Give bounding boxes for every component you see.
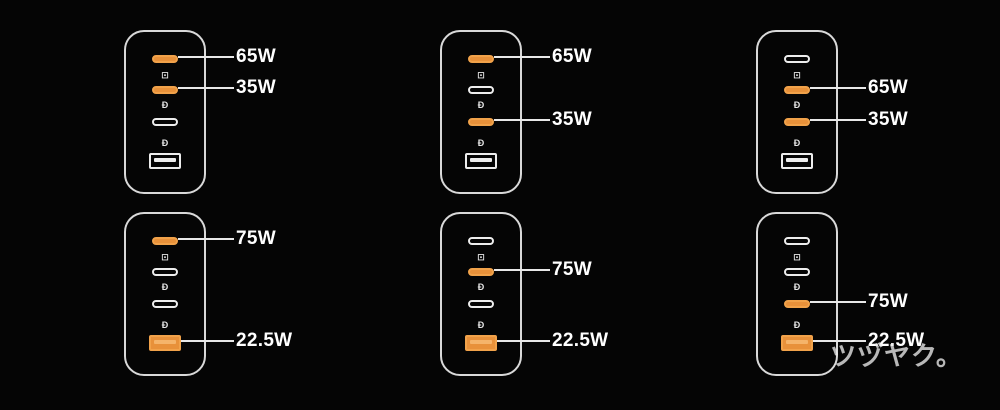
port-symbol-icon: Ð: [793, 320, 801, 330]
port-symbol-icon: Ð: [161, 138, 169, 148]
usb-c-port-active: [468, 268, 494, 276]
port-symbol-icon: Ð: [161, 320, 169, 330]
usb-c-port: [784, 237, 810, 245]
port-symbol-icon: ⊡: [793, 252, 801, 262]
port-symbol-icon: Ð: [477, 282, 485, 292]
wattage-label: 22.5W: [236, 330, 293, 351]
port-symbol-icon: Ð: [477, 138, 485, 148]
wattage-label: 35W: [552, 109, 592, 130]
usb-c-port-active: [784, 118, 810, 126]
callout-line: [494, 56, 550, 58]
usb-c-port: [152, 268, 178, 276]
callout-line: [181, 340, 234, 342]
wattage-label: 35W: [868, 109, 908, 130]
usb-c-port-active: [784, 300, 810, 308]
charger-outline: ⊡ Ð Ð: [756, 212, 838, 376]
port-symbol-icon: ⊡: [161, 70, 169, 80]
wattage-label: 65W: [236, 46, 276, 67]
charger-outline: ⊡ Ð Ð: [440, 212, 522, 376]
usb-c-port-active: [152, 55, 178, 63]
port-symbol-icon: Ð: [793, 282, 801, 292]
port-symbol-icon: Ð: [793, 138, 801, 148]
usb-c-port: [468, 300, 494, 308]
charger-outline: ⊡ Ð Ð: [124, 30, 206, 194]
usb-a-port-active: [781, 335, 813, 351]
port-symbol-icon: Ð: [793, 100, 801, 110]
charger-outline: ⊡ Ð Ð: [124, 212, 206, 376]
usb-c-port: [152, 300, 178, 308]
callout-line: [813, 340, 866, 342]
usb-a-port: [149, 153, 181, 169]
usb-c-port: [468, 237, 494, 245]
port-symbol-icon: Ð: [477, 320, 485, 330]
wattage-label: 75W: [236, 228, 276, 249]
port-symbol-icon: ⊡: [477, 252, 485, 262]
port-symbol-icon: ⊡: [793, 70, 801, 80]
wattage-label: 22.5W: [868, 330, 925, 351]
watermark: ツヅヤク。: [830, 342, 963, 372]
usb-c-port-active: [152, 237, 178, 245]
wattage-label: 65W: [868, 77, 908, 98]
charger-outline: ⊡ Ð Ð: [440, 30, 522, 194]
usb-c-port: [784, 268, 810, 276]
usb-c-port: [468, 86, 494, 94]
usb-c-port-active: [784, 86, 810, 94]
callout-line: [494, 269, 550, 271]
port-symbol-icon: ⊡: [161, 252, 169, 262]
usb-c-port-active: [152, 86, 178, 94]
usb-a-port-active: [465, 335, 497, 351]
usb-a-port-active: [149, 335, 181, 351]
usb-a-port: [781, 153, 813, 169]
callout-line: [497, 340, 550, 342]
usb-a-port: [465, 153, 497, 169]
port-symbol-icon: Ð: [161, 282, 169, 292]
wattage-label: 75W: [868, 291, 908, 312]
usb-c-port-active: [468, 118, 494, 126]
port-symbol-icon: Ð: [477, 100, 485, 110]
wattage-label: 65W: [552, 46, 592, 67]
callout-line: [810, 119, 866, 121]
callout-line: [178, 238, 234, 240]
charger-outline: ⊡ Ð Ð: [756, 30, 838, 194]
port-symbol-icon: Ð: [161, 100, 169, 110]
callout-line: [494, 119, 550, 121]
callout-line: [178, 87, 234, 89]
callout-line: [178, 56, 234, 58]
wattage-label: 35W: [236, 77, 276, 98]
callout-line: [810, 87, 866, 89]
port-symbol-icon: ⊡: [477, 70, 485, 80]
usb-c-port: [152, 118, 178, 126]
wattage-label: 75W: [552, 259, 592, 280]
usb-c-port: [784, 55, 810, 63]
wattage-label: 22.5W: [552, 330, 609, 351]
callout-line: [810, 301, 866, 303]
usb-c-port-active: [468, 55, 494, 63]
